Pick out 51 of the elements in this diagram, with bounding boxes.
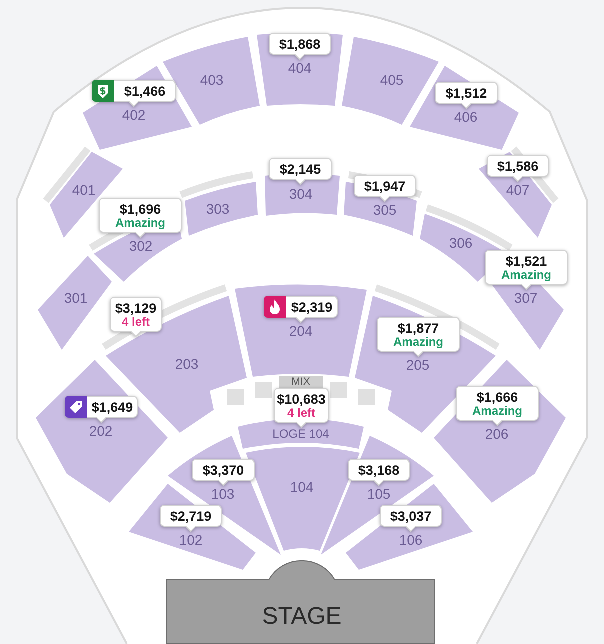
availability-note: Amazing — [393, 336, 444, 348]
price-text: $3,037 — [390, 508, 432, 524]
section-label: 202 — [89, 422, 113, 440]
section-label: 205 — [406, 356, 430, 374]
section-label: 204 — [289, 322, 313, 340]
section-label: 305 — [373, 202, 397, 218]
section-label: 404 — [288, 60, 312, 76]
price-text: $3,370 — [202, 462, 244, 478]
section-label: 301 — [64, 290, 88, 306]
section-label: 304 — [289, 186, 313, 202]
availability-note: Amazing — [472, 404, 522, 418]
section-label: 102 — [179, 532, 203, 548]
availability-note: 4 left — [122, 316, 150, 328]
price-text: $1,512 — [446, 86, 488, 100]
section-label: 106 — [399, 532, 423, 548]
price-text: $1,666 — [476, 390, 518, 404]
price-text: $2,719 — [170, 508, 212, 524]
section-label: 206 — [485, 426, 509, 442]
section-label: LOGE 104 — [272, 428, 330, 442]
price-text: $1,868 — [279, 36, 321, 52]
section-label: 105 — [367, 486, 391, 502]
price-text: $1,696 — [120, 202, 162, 216]
availability-note: Amazing — [115, 216, 166, 230]
booth-label: MIX — [292, 376, 310, 388]
availability-note: 4 left — [287, 406, 316, 420]
price-text: $1,586 — [497, 158, 539, 174]
section-label: 401 — [72, 182, 96, 198]
price-text: $10,683 — [277, 392, 326, 406]
section-label: 405 — [380, 72, 404, 88]
price-text: $1,649 — [92, 400, 134, 414]
price-text: $2,319 — [291, 300, 333, 314]
section-label: 406 — [454, 108, 478, 126]
section-label: 403 — [200, 72, 224, 88]
price-text: $2,145 — [280, 162, 322, 176]
price-text: $1,947 — [364, 178, 406, 194]
section-label: 302 — [129, 238, 153, 254]
section-label: 307 — [514, 290, 538, 306]
price-text: $1,466 — [124, 84, 166, 98]
price-text: $3,168 — [358, 462, 400, 478]
price-text: $1,877 — [398, 320, 440, 336]
price-text: $1,521 — [506, 254, 548, 268]
section-label: 303 — [206, 200, 230, 218]
price-text: $3,129 — [115, 300, 157, 316]
section-label: 203 — [175, 356, 199, 372]
section-label: 306 — [449, 234, 473, 252]
section-label: 104 — [290, 478, 314, 496]
section-label: 402 — [122, 106, 146, 124]
section-label: 103 — [211, 486, 235, 502]
stage-label: STAGE — [262, 603, 342, 631]
availability-note: Amazing — [501, 268, 552, 282]
section-label: 407 — [506, 182, 530, 198]
